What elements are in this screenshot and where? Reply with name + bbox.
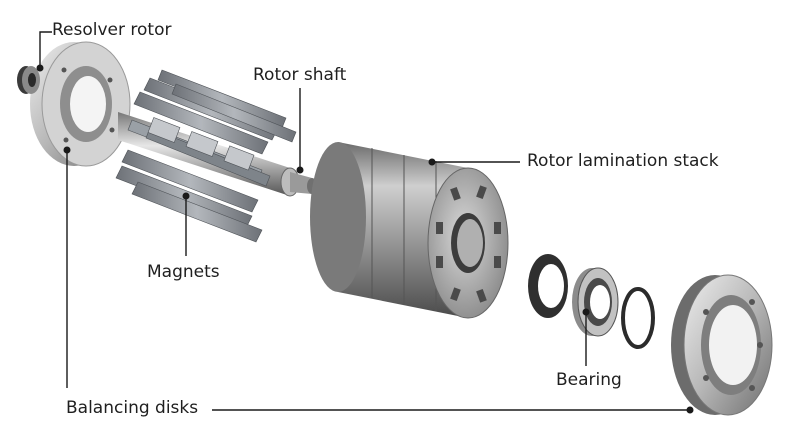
magnets-dot	[182, 192, 190, 200]
label-magnets: Magnets	[147, 262, 220, 282]
label-bearing: Bearing	[556, 370, 622, 390]
label-resolver-rotor: Resolver rotor	[52, 20, 172, 40]
left-balancing-disk	[30, 41, 131, 167]
rotor-shaft-dot	[296, 166, 304, 174]
resolver-leader	[39, 31, 52, 66]
right-disk-dot	[686, 406, 694, 414]
leader-dots	[36, 64, 694, 414]
rotor-lamination-stack-part	[310, 142, 509, 319]
bearing-part	[572, 267, 619, 337]
seal-ring-part	[528, 254, 568, 318]
retaining-ring-part	[621, 287, 655, 349]
lamination-stack-dot	[428, 158, 436, 166]
magnets-part	[115, 69, 297, 243]
right-balancing-disk	[671, 274, 773, 416]
label-rotor-shaft: Rotor shaft	[253, 65, 347, 85]
label-rotor-lamination-stack: Rotor lamination stack	[527, 151, 719, 171]
resolver-dot	[36, 64, 44, 72]
left-disk-dot	[63, 146, 71, 154]
resolver-rotor-part	[17, 66, 40, 94]
leader-lines	[39, 31, 688, 411]
label-balancing-disks: Balancing disks	[66, 398, 199, 418]
bearing-dot	[582, 308, 590, 316]
